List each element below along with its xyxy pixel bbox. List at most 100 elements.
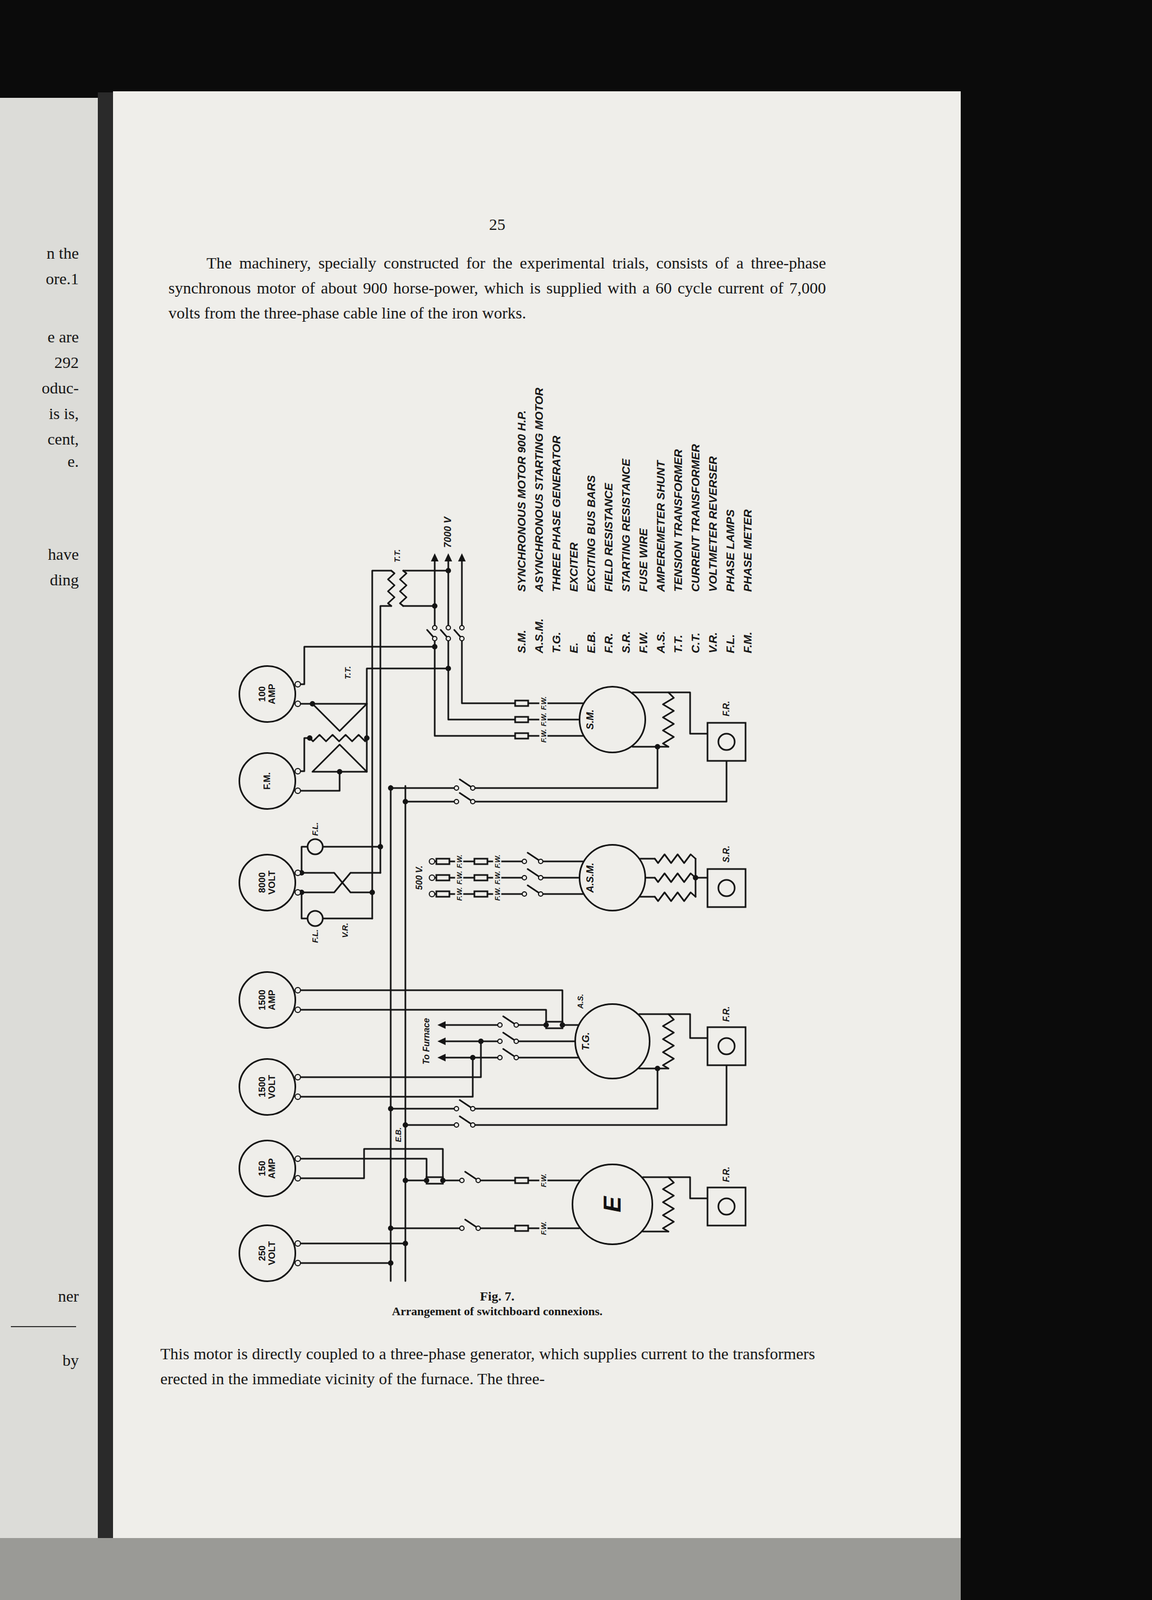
terminal-dot [459, 1225, 465, 1231]
wire [10, 1325, 77, 1327]
legend-key: FIELD RESISTANCE [602, 483, 616, 592]
component-label: T.T. [343, 666, 353, 680]
component-label: 500 V. [414, 865, 425, 891]
component-symbol [436, 891, 450, 897]
component-label: F.R. [721, 1166, 732, 1182]
terminal-dot [432, 643, 438, 650]
terminal-dot [446, 625, 451, 630]
fuse-label: F.W. [455, 886, 464, 901]
terminal-dot [387, 1225, 394, 1231]
legend-key: E. [567, 642, 581, 654]
terminal-dot [295, 1006, 301, 1013]
circle-outline [239, 972, 296, 1029]
terminal-dot [402, 1122, 409, 1128]
wire [662, 1013, 674, 1069]
component-label: E.B. [394, 1127, 403, 1142]
terminal-dot [514, 1022, 519, 1028]
component-label: F.R. [721, 700, 732, 717]
wire [654, 854, 696, 901]
meter-reading: 8000 VOLT [257, 864, 278, 901]
body-paragraph: The machinery, specially constructed for… [168, 250, 826, 326]
wire [662, 692, 674, 747]
fuse-label: F.W. [539, 1220, 548, 1236]
terminal-dot [295, 681, 301, 687]
terminal-dot [295, 987, 301, 993]
terminal-dot [295, 869, 301, 876]
terminal-dot [432, 636, 437, 641]
arrowhead [437, 1053, 446, 1062]
facing-page-text: cent, [47, 429, 79, 449]
component-label: T.T. [392, 549, 403, 563]
terminal-dot [543, 1022, 549, 1028]
generator-machine: T.G. [574, 1003, 651, 1080]
meter-reading: 250 VOLT [257, 1235, 278, 1272]
terminal-dot [369, 889, 375, 895]
facing-page-text: ner [58, 1286, 79, 1306]
terminal-dot [538, 875, 543, 880]
legend-key: A.S. [654, 630, 668, 654]
terminal-dot [307, 910, 323, 926]
terminal-dot [497, 1022, 503, 1028]
wire [503, 1016, 517, 1058]
terminal-dot [377, 843, 384, 850]
arrowhead [437, 1021, 446, 1029]
wire [297, 872, 381, 893]
terminal-dot [295, 787, 301, 794]
symbol-group [297, 560, 727, 1281]
terminal-dot [718, 733, 735, 750]
legend-key: V.R. [706, 631, 720, 654]
legend-key: THREE PHASE GENERATOR [549, 435, 563, 592]
meter-reading: F.M. [262, 772, 273, 790]
terminal-dot [514, 1055, 519, 1060]
legend-key: TENSION TRANSFORMER [671, 449, 685, 593]
terminal-dot [295, 1175, 301, 1181]
terminal-dot [295, 1074, 301, 1080]
component-symbol [436, 874, 450, 881]
machine-name: S.M. [585, 709, 597, 730]
wire [427, 629, 462, 639]
terminal-dot [454, 799, 459, 804]
arrowhead [458, 553, 466, 562]
component-symbol [707, 1027, 746, 1066]
terminal-dot [387, 1105, 394, 1112]
terminal-dot [309, 700, 316, 707]
terminal-dot [522, 891, 527, 897]
wire [444, 1024, 579, 1058]
component-label: F.R. [721, 1006, 732, 1022]
facing-page-text: e are [47, 327, 79, 347]
meter-dial: 150 AMP [238, 1139, 297, 1198]
wire [662, 1176, 674, 1232]
component-symbol [97, 92, 114, 1538]
terminal-dot [336, 768, 343, 775]
component-symbol [474, 891, 488, 897]
terminal-dot [387, 785, 394, 791]
circle-outline [239, 1225, 296, 1282]
facing-page-text: have [47, 545, 79, 564]
motor-machine: A.S.M. [578, 843, 647, 912]
terminal-dot [446, 636, 451, 641]
legend-key: F.M. [741, 631, 755, 654]
legend-key: A.S.M. [532, 618, 546, 654]
motor-machine: S.M. [578, 685, 647, 754]
machine-name: E [600, 1196, 625, 1212]
meter-reading: 1500 VOLT [257, 1068, 278, 1105]
facing-page-text: is is, [48, 404, 79, 423]
page-number: 25 [489, 215, 506, 234]
wire [390, 746, 727, 802]
legend-key: S.M. [515, 629, 529, 654]
meter-reading: 100 AMP [257, 675, 278, 712]
facing-page-text: 292 [54, 353, 79, 372]
figure-caption: Arrangement of switchboard connexions. [391, 1304, 603, 1319]
component-label: F.L. [310, 929, 321, 943]
machine-name: A.S.M. [585, 862, 597, 893]
component-symbol [515, 733, 529, 739]
meter-dial: F.M. [238, 752, 297, 810]
component-label: F.L. [310, 822, 321, 836]
component-symbol [436, 858, 450, 864]
circle-outline [579, 686, 646, 753]
meter-reading: 150 AMP [257, 1150, 278, 1187]
fuse-label: F.W. [493, 869, 502, 885]
terminal-dot [429, 891, 435, 897]
wire [301, 846, 381, 919]
